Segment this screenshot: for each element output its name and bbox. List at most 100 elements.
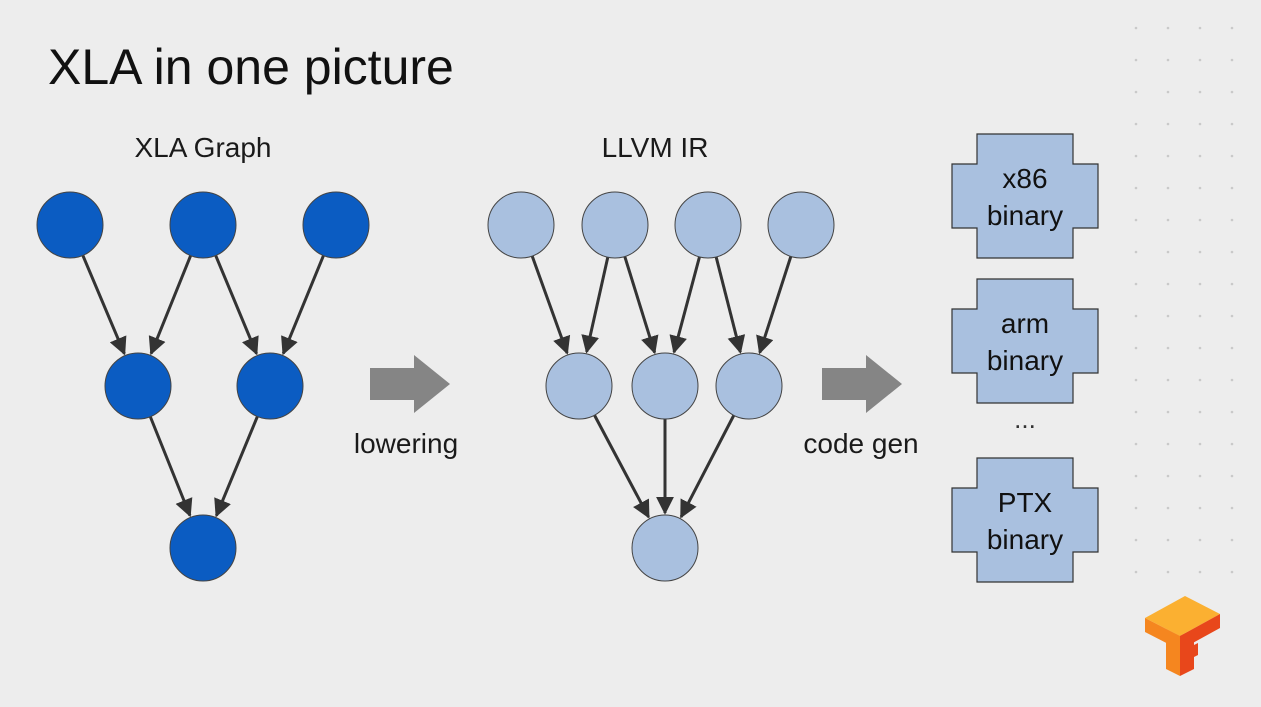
grid-dot xyxy=(1230,346,1234,350)
binary-item: arm binary xyxy=(951,278,1099,404)
grid-dot xyxy=(1134,90,1138,94)
grid-dot xyxy=(1166,570,1170,574)
llvm-node xyxy=(631,352,699,420)
grid-dot xyxy=(1166,378,1170,382)
grid-dot xyxy=(1166,218,1170,222)
grid-dot xyxy=(1198,570,1202,574)
grid-dot xyxy=(1134,538,1138,542)
grid-dot xyxy=(1134,250,1138,254)
grid-dot xyxy=(1166,250,1170,254)
grid-dot xyxy=(1198,346,1202,350)
grid-dot xyxy=(1230,474,1234,478)
llvm-node xyxy=(715,352,783,420)
grid-dot xyxy=(1134,410,1138,414)
grid-dot xyxy=(1230,250,1234,254)
grid-dot xyxy=(1134,378,1138,382)
grid-dot xyxy=(1198,186,1202,190)
slide-title: XLA in one picture xyxy=(48,39,454,95)
grid-dot xyxy=(1230,378,1234,382)
grid-dot xyxy=(1134,154,1138,158)
grid-dot xyxy=(1230,26,1234,30)
binary-shape xyxy=(951,457,1099,583)
xla-node xyxy=(302,191,370,259)
grid-dot xyxy=(1134,218,1138,222)
grid-dot xyxy=(1198,26,1202,30)
grid-dot xyxy=(1134,186,1138,190)
grid-dot xyxy=(1166,538,1170,542)
llvm-node xyxy=(674,191,742,259)
grid-dot xyxy=(1230,122,1234,126)
grid-dot xyxy=(1198,410,1202,414)
grid-dot xyxy=(1198,122,1202,126)
binary-suffix: binary xyxy=(987,345,1063,376)
grid-dot xyxy=(1230,538,1234,542)
binary-suffix: binary xyxy=(987,200,1063,231)
grid-dot xyxy=(1134,346,1138,350)
grid-dot xyxy=(1134,442,1138,446)
dot-grid-decoration xyxy=(1134,26,1234,574)
grid-dot xyxy=(1198,282,1202,286)
llvm-node xyxy=(767,191,835,259)
llvm-ir-label: LLVM IR xyxy=(601,132,709,163)
xla-graph-nodes xyxy=(36,191,370,582)
grid-dot xyxy=(1198,250,1202,254)
binary-shape xyxy=(951,133,1099,259)
xla-node xyxy=(169,514,237,582)
xla-graph-label: XLA Graph xyxy=(134,132,272,163)
binary-item: x86 binary xyxy=(951,133,1099,259)
binary-name: PTX xyxy=(998,487,1053,518)
llvm-node xyxy=(631,514,699,582)
grid-dot xyxy=(1198,90,1202,94)
grid-dot xyxy=(1134,26,1138,30)
grid-dot xyxy=(1134,506,1138,510)
grid-dot xyxy=(1166,442,1170,446)
grid-dot xyxy=(1230,58,1234,62)
grid-dot xyxy=(1166,506,1170,510)
xla-node xyxy=(236,352,304,420)
grid-dot xyxy=(1198,154,1202,158)
grid-dot xyxy=(1166,314,1170,318)
grid-dot xyxy=(1134,58,1138,62)
grid-dot xyxy=(1166,186,1170,190)
llvm-node xyxy=(545,352,613,420)
llvm-node xyxy=(487,191,555,259)
grid-dot xyxy=(1198,378,1202,382)
xla-node xyxy=(169,191,237,259)
xla-node xyxy=(104,352,172,420)
tensorflow-logo-icon xyxy=(1145,596,1220,676)
grid-dot xyxy=(1166,90,1170,94)
grid-dot xyxy=(1166,410,1170,414)
grid-dot xyxy=(1230,314,1234,318)
code-gen-label: code gen xyxy=(803,428,919,459)
grid-dot xyxy=(1166,154,1170,158)
grid-dot xyxy=(1166,282,1170,286)
lowering-label: lowering xyxy=(353,428,459,459)
binary-suffix: binary xyxy=(987,524,1063,555)
grid-dot xyxy=(1230,90,1234,94)
grid-dot xyxy=(1230,282,1234,286)
grid-dot xyxy=(1198,442,1202,446)
binary-shape xyxy=(951,278,1099,404)
binary-ellipsis: ... xyxy=(1014,404,1036,434)
code-gen-arrow xyxy=(822,355,902,413)
llvm-ir-nodes xyxy=(487,191,835,582)
grid-dot xyxy=(1166,346,1170,350)
binary-name: arm xyxy=(1001,308,1049,339)
binary-name: x86 xyxy=(1002,163,1047,194)
grid-dot xyxy=(1230,186,1234,190)
grid-dot xyxy=(1230,218,1234,222)
grid-dot xyxy=(1230,570,1234,574)
grid-dot xyxy=(1198,474,1202,478)
grid-dot xyxy=(1230,506,1234,510)
grid-dot xyxy=(1134,474,1138,478)
grid-dot xyxy=(1198,506,1202,510)
grid-dot xyxy=(1230,154,1234,158)
lowering-arrow xyxy=(370,355,450,413)
grid-dot xyxy=(1134,314,1138,318)
grid-dot xyxy=(1198,58,1202,62)
xla-node xyxy=(36,191,104,259)
llvm-node xyxy=(581,191,649,259)
binary-item: PTX binary xyxy=(951,457,1099,583)
